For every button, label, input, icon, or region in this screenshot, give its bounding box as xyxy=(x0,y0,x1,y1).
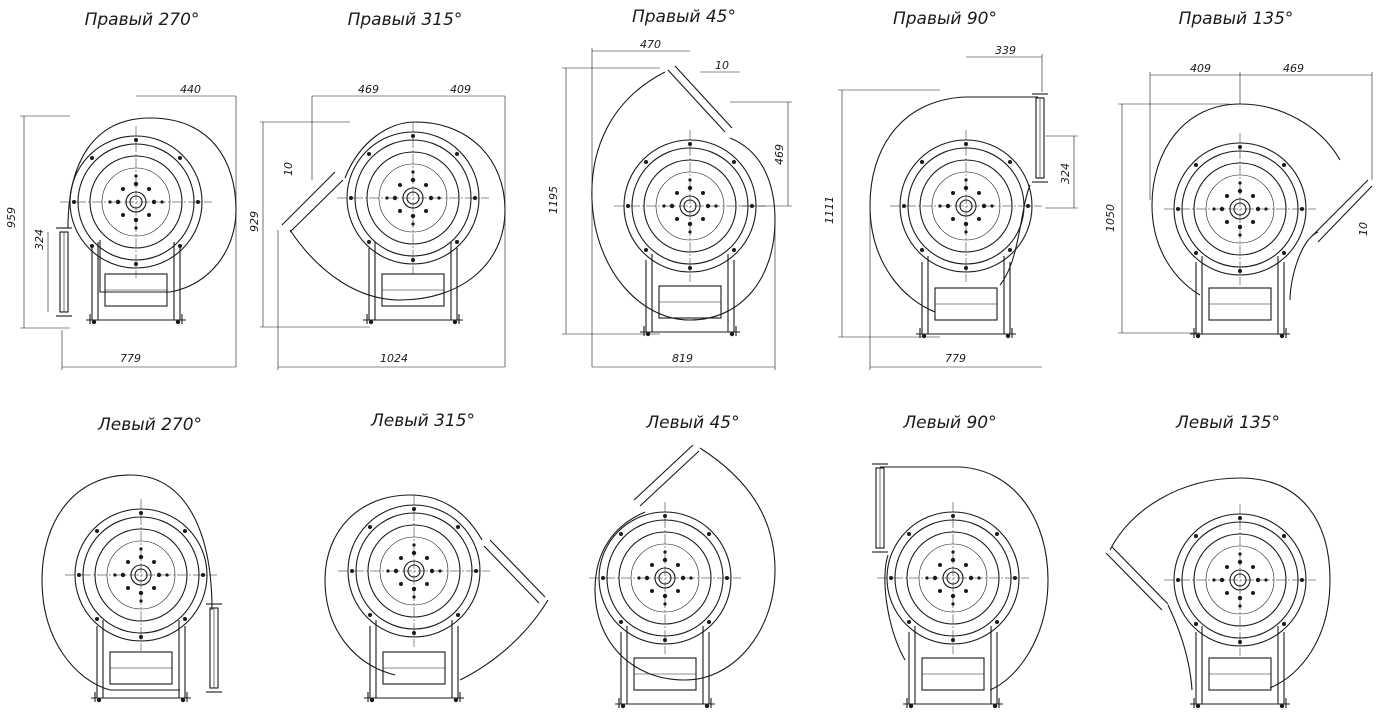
dim-top-left: 409 xyxy=(1190,62,1211,75)
variant-l270: Левый 270° xyxy=(41,415,223,703)
variant-title: Правый 45° xyxy=(632,7,736,27)
dim-top: 440 xyxy=(180,83,201,96)
variant-l45: Левый 45° xyxy=(588,413,776,709)
dim-flange: 324 xyxy=(1059,163,1072,184)
outlet-flange xyxy=(1031,93,1049,183)
dim-height: 1111 xyxy=(823,196,836,224)
volute-casing xyxy=(67,117,237,293)
variant-title: Правый 90° xyxy=(893,9,997,29)
dim-width: 779 xyxy=(120,352,141,365)
dimension-lines xyxy=(838,54,1078,370)
dim-width: 779 xyxy=(945,352,966,365)
volute-casing xyxy=(289,121,506,301)
dim-height: 929 xyxy=(248,211,261,232)
dimension-lines xyxy=(260,95,506,370)
dim-height: 1195 xyxy=(547,186,560,214)
outlet-flange xyxy=(55,227,73,317)
dim-top: 339 xyxy=(995,44,1016,57)
volute-casing xyxy=(591,71,776,321)
outlet-flange xyxy=(871,463,889,553)
dim-width: 1024 xyxy=(380,352,408,365)
dim-gap: 10 xyxy=(1357,222,1370,236)
volute-casing xyxy=(1151,103,1341,301)
dimension-lines xyxy=(20,95,237,370)
volute-casing xyxy=(1109,477,1331,691)
variant-r45: Правый 45° 1195 470 10 469 819 xyxy=(547,7,792,370)
variant-l315: Левый 315° xyxy=(324,411,549,703)
dimension-lines xyxy=(1118,72,1373,334)
dimension-lines xyxy=(562,48,792,370)
dim-flange: 324 xyxy=(33,229,46,250)
variant-title: Правый 270° xyxy=(85,10,200,30)
variant-title: Левый 315° xyxy=(370,411,475,431)
dim-top-right: 469 xyxy=(1283,62,1304,75)
dim-height: 959 xyxy=(5,207,18,228)
volute-casing xyxy=(324,494,549,681)
volute-casing xyxy=(880,466,1049,691)
variant-title: Правый 315° xyxy=(348,10,463,30)
variant-title: Левый 270° xyxy=(97,415,202,435)
variant-title: Правый 135° xyxy=(1179,9,1294,29)
variant-r270: Правый 270° 959 324 440 779 xyxy=(5,10,237,370)
dim-width: 819 xyxy=(672,352,693,365)
volute-casing xyxy=(594,447,776,681)
volute-casing xyxy=(41,474,213,691)
dim-right: 469 xyxy=(773,144,786,165)
outlet-flange xyxy=(205,603,223,693)
variant-r90: Правый 90° 1111 339 324 779 xyxy=(823,9,1078,370)
variant-l90: Левый 90° xyxy=(871,413,1049,709)
variant-l135: Левый 135° xyxy=(1105,413,1331,709)
dim-gap: 10 xyxy=(282,162,295,176)
volute-casing xyxy=(869,96,1038,313)
dim-top: 470 xyxy=(640,38,661,51)
variant-title: Левый 45° xyxy=(645,413,739,433)
variant-title: Левый 135° xyxy=(1175,413,1280,433)
variant-r315: Правый 315° 929 469 409 10 1024 xyxy=(248,10,506,370)
variant-title: Левый 90° xyxy=(902,413,996,433)
dim-gap: 10 xyxy=(715,59,729,72)
variant-r135: Правый 135° 1050 409 469 10 xyxy=(1104,9,1373,339)
dim-top-left: 469 xyxy=(358,83,379,96)
dim-height: 1050 xyxy=(1104,204,1117,232)
dim-top-right: 409 xyxy=(450,83,471,96)
